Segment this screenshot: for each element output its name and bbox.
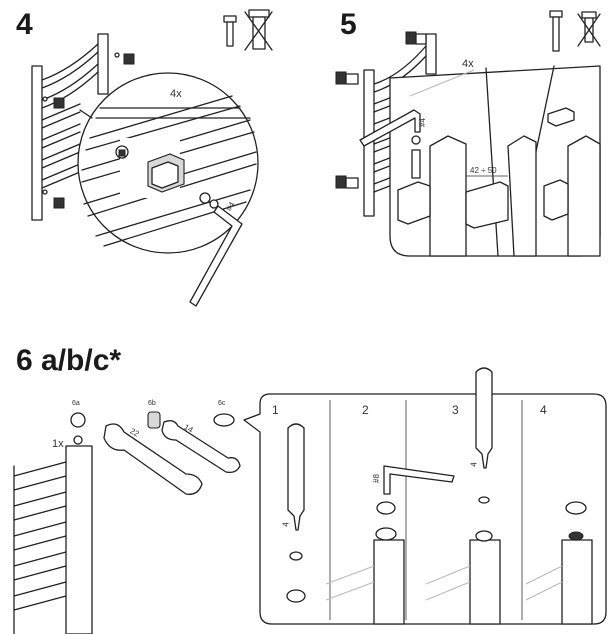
- hex-key-size-8: #8: [371, 474, 381, 483]
- sub-step-4: 4: [540, 403, 547, 417]
- quantity-label: 1x: [52, 438, 64, 450]
- sub-step-3: 3: [452, 403, 459, 417]
- screwdriver-size-3: 4: [469, 462, 479, 467]
- part-label-6c: 6c: [218, 400, 226, 407]
- part-label-6b: 6b: [148, 400, 156, 407]
- part-label-6a: 6a: [72, 400, 80, 407]
- step-5-number: 5: [340, 8, 357, 41]
- sub-step-1: 1: [272, 403, 279, 417]
- step-5-distance: 42 ÷ 50: [470, 166, 497, 175]
- screwdriver-size-1: 4: [281, 522, 291, 527]
- step-4-zoom-count: 4x: [170, 88, 182, 100]
- step-4-number: 4: [16, 8, 33, 41]
- step-5-zoom-count: 4x: [462, 58, 474, 70]
- step-6-number: 6 a/b/c*: [16, 344, 122, 377]
- sub-step-2: 2: [362, 403, 369, 417]
